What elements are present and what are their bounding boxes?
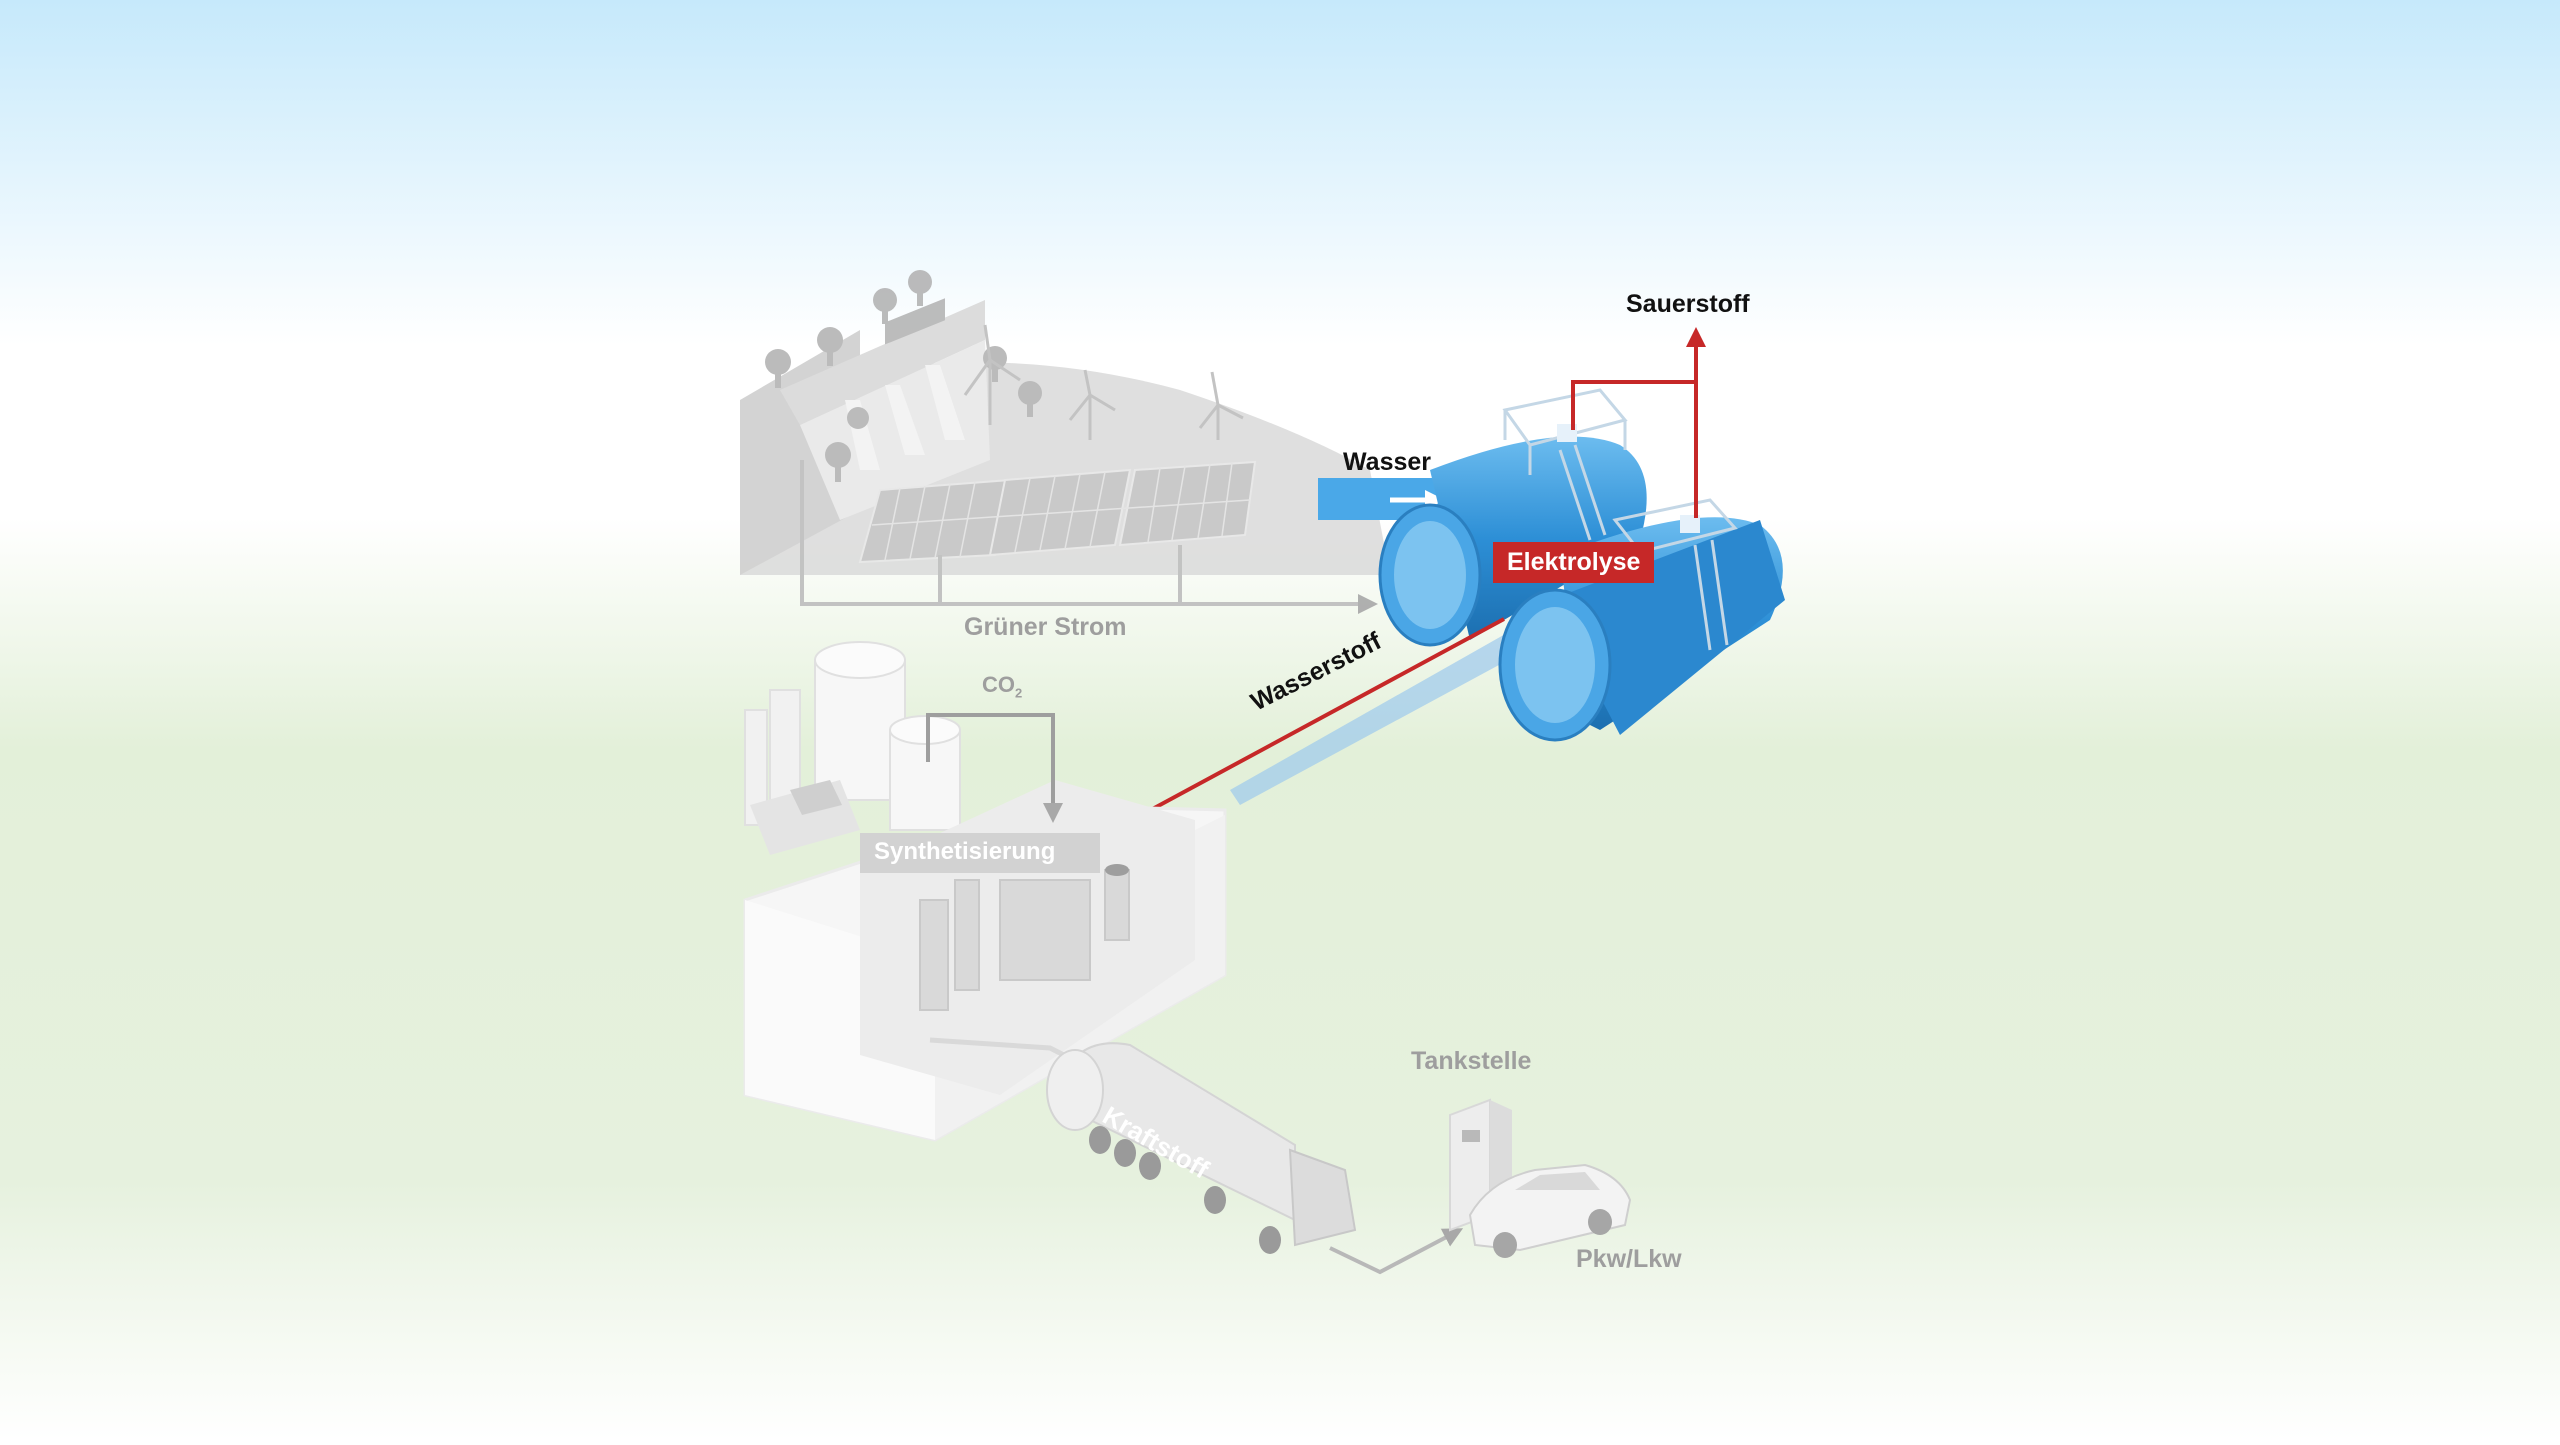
power-plant-group bbox=[740, 270, 1390, 614]
co2-arrow bbox=[926, 713, 1063, 823]
co2-subscript: 2 bbox=[1015, 685, 1023, 701]
label-pkw-lkw: Pkw/Lkw bbox=[1576, 1245, 1682, 1273]
hydrogen-arrow bbox=[1102, 617, 1505, 836]
tanker-truck-icon bbox=[929, 1037, 1357, 1254]
label-sauerstoff: Sauerstoff bbox=[1626, 290, 1750, 318]
tree-icon bbox=[765, 270, 1042, 482]
label-synthetisierung: Synthetisierung bbox=[874, 838, 1056, 865]
co2-main: CO bbox=[982, 672, 1015, 697]
label-tankstelle: Tankstelle bbox=[1411, 1047, 1532, 1075]
label-co2: CO2 bbox=[982, 672, 1022, 700]
label-wasser: Wasser bbox=[1343, 448, 1432, 476]
electrolysis-tank-icon bbox=[1230, 388, 1785, 805]
car-icon bbox=[1468, 1163, 1632, 1258]
oxygen-pipe bbox=[1571, 380, 1696, 430]
delivery-arrow bbox=[1329, 1228, 1464, 1275]
label-gruener-strom: Grüner Strom bbox=[964, 613, 1127, 641]
synthetisierung-box bbox=[860, 833, 1100, 873]
wind-turbine-icon bbox=[963, 324, 1244, 440]
solar-panel-icon bbox=[858, 460, 1257, 564]
label-elektrolyse: Elektrolyse bbox=[1493, 542, 1655, 583]
